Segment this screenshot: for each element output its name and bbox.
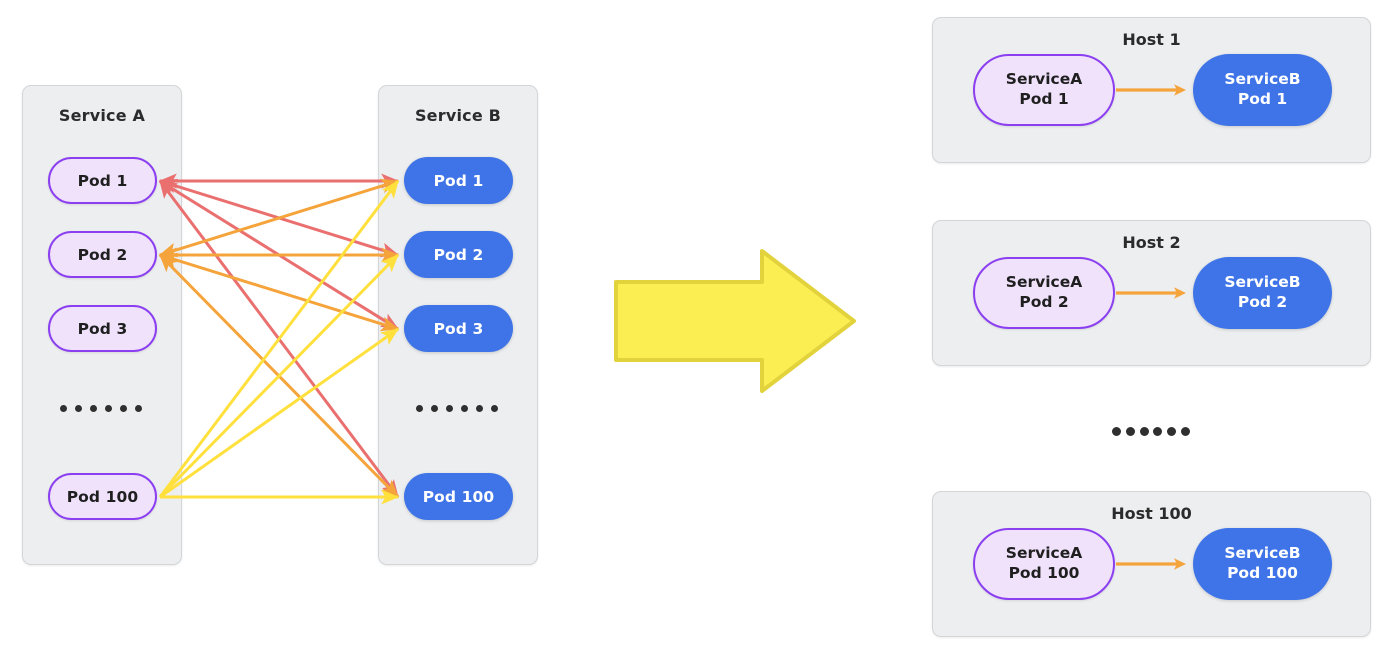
service-a-pod-1[interactable]: Pod 1: [48, 157, 157, 204]
host-target-pod-name: Pod 2: [1237, 293, 1288, 311]
host-box-1: Host 1 ServiceA Pod 1 ServiceB Pod 1: [932, 17, 1371, 163]
host-source-pod-service: ServiceA: [1005, 544, 1083, 563]
mesh-lines-group: [158, 173, 400, 505]
host-target-pod[interactable]: ServiceB Pod 2: [1193, 257, 1332, 329]
pod-label: Pod 3: [433, 319, 484, 338]
pod-label: Pod 1: [77, 171, 128, 190]
service-a-pod-3[interactable]: Pod 3: [48, 305, 157, 352]
host-target-pod[interactable]: ServiceB Pod 100: [1193, 528, 1332, 600]
host-source-pod-service: ServiceA: [1005, 70, 1083, 89]
mesh-link: [158, 178, 400, 258]
mesh-link: [158, 253, 400, 499]
mesh-link: [158, 179, 400, 331]
host-source-pod-name: Pod 2: [1019, 293, 1069, 311]
host-target-pod-name: Pod 100: [1227, 564, 1298, 582]
host-title: Host 1: [1122, 30, 1181, 49]
pod-label: Pod 3: [77, 319, 128, 338]
host-title: Host 2: [1122, 233, 1181, 252]
service-b-ellipsis: [416, 404, 498, 413]
service-a-ellipsis: [60, 404, 142, 413]
service-b-pod-1[interactable]: Pod 1: [404, 157, 513, 204]
service-a-title: Service A: [58, 106, 146, 125]
service-b-pod-3[interactable]: Pod 3: [404, 305, 513, 352]
mesh-link: [159, 327, 399, 499]
host-target-pod-service: ServiceB: [1224, 70, 1301, 89]
service-b-title: Service B: [414, 106, 502, 125]
host-target-pod-service: ServiceB: [1224, 544, 1301, 563]
service-a-pod-100[interactable]: Pod 100: [48, 473, 157, 520]
host-target-pod[interactable]: ServiceB Pod 1: [1193, 54, 1332, 126]
host-source-pod-name: Pod 100: [1008, 564, 1080, 582]
host-source-pod-name: Pod 1: [1019, 90, 1069, 108]
host-source-pod[interactable]: ServiceA Pod 100: [973, 528, 1115, 600]
host-box-100: Host 100 ServiceA Pod 100 ServiceB Pod 1…: [932, 491, 1371, 637]
pod-label: Pod 2: [77, 245, 128, 264]
pod-label: Pod 1: [433, 171, 484, 190]
host-source-pod-service: ServiceA: [1005, 273, 1083, 292]
transform-arrow: [614, 249, 856, 393]
mesh-link: [158, 252, 400, 332]
host-flow-arrow: [1116, 84, 1186, 96]
host-source-pod[interactable]: ServiceA Pod 2: [973, 257, 1115, 329]
pod-label: Pod 2: [433, 245, 484, 264]
pod-label: Pod 100: [66, 487, 139, 506]
host-flow-arrow: [1116, 558, 1186, 570]
host-target-pod-service: ServiceB: [1224, 273, 1301, 292]
service-b-pod-100[interactable]: Pod 100: [404, 473, 513, 520]
host-flow-arrow: [1116, 287, 1186, 299]
hosts-ellipsis: [1112, 427, 1190, 436]
host-target-pod-name: Pod 1: [1237, 90, 1288, 108]
host-box-2: Host 2 ServiceA Pod 2 ServiceB Pod 2: [932, 220, 1371, 366]
mesh-link: [158, 180, 400, 498]
service-b-pod-2[interactable]: Pod 2: [404, 231, 513, 278]
mesh-link: [158, 180, 400, 498]
pod-label: Pod 100: [422, 487, 495, 506]
mesh-link: [158, 253, 400, 499]
mesh-link: [158, 178, 400, 258]
service-a-pod-2[interactable]: Pod 2: [48, 231, 157, 278]
host-source-pod[interactable]: ServiceA Pod 1: [973, 54, 1115, 126]
host-title: Host 100: [1111, 504, 1192, 523]
